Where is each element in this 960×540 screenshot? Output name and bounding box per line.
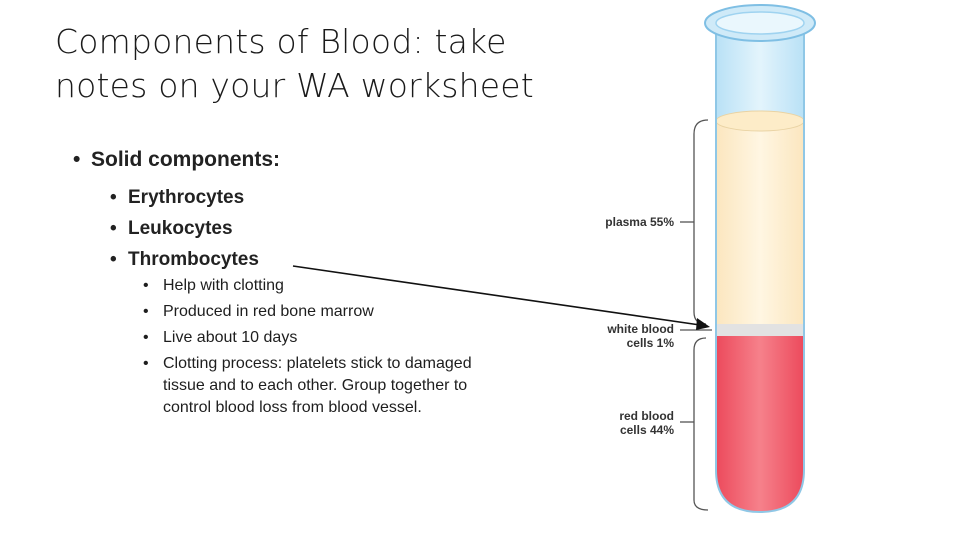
wbc-label: white blood cells 1% — [590, 322, 674, 350]
note-item: • Live about 10 days — [143, 327, 473, 349]
rbc-layer — [716, 336, 804, 512]
bullet-dot-icon: • — [143, 329, 149, 346]
tube-glass-empty — [716, 26, 804, 125]
rbc-label-line-2: cells 44% — [619, 423, 674, 437]
plasma-layer — [716, 118, 804, 324]
bullet-dot-icon: • — [143, 355, 149, 372]
note-text: Live about 10 days — [163, 329, 298, 346]
arrowhead-icon — [696, 318, 710, 330]
note-text: Help with clotting — [163, 277, 284, 294]
list-item-thrombocytes: • Thrombocytes — [110, 244, 259, 275]
tube-contents — [716, 26, 804, 512]
bullet-solid-components: • Solid components: — [73, 148, 280, 172]
bullet-dot-icon: • — [110, 249, 117, 270]
bullet-solid-components-text: Solid components: — [91, 148, 280, 171]
note-item: • Produced in red bone marrow — [143, 301, 473, 323]
list-item-leukocytes: • Leukocytes — [110, 213, 259, 244]
thrombocyte-notes-list: • Help with clotting • Produced in red bon… — [143, 275, 473, 423]
bullet-dot-icon: • — [143, 277, 149, 294]
bullet-dot-icon: • — [73, 148, 81, 171]
cell-type-list: • Erythrocytes • Leukocytes • Thrombocytes — [110, 182, 259, 275]
note-item: • Clotting process: platelets stick to da… — [143, 353, 473, 419]
note-text: Produced in red bone marrow — [163, 303, 374, 320]
list-item-text: Leukocytes — [128, 218, 233, 239]
wbc-label-line-1: white blood — [607, 322, 674, 336]
note-item: • Help with clotting — [143, 275, 473, 297]
slide-title: Components of Blood: take notes on your … — [55, 20, 615, 108]
list-item-erythrocytes: • Erythrocytes — [110, 182, 259, 213]
rbc-label-line-1: red blood — [619, 409, 674, 423]
list-item-text: Erythrocytes — [128, 187, 245, 208]
slide-title-line-2: notes on your WA worksheet — [55, 66, 534, 105]
bullet-dot-icon: • — [110, 187, 117, 208]
plasma-label-text: plasma 55% — [605, 215, 674, 229]
rbc-bracket — [693, 337, 709, 511]
rbc-label: red blood cells 44% — [590, 409, 674, 437]
list-item-text: Thrombocytes — [128, 249, 259, 270]
plasma-meniscus — [716, 110, 804, 132]
buffy-coat-layer — [716, 324, 804, 336]
thrombocyte-arrow-line — [292, 265, 701, 326]
wbc-label-line-2: cells 1% — [626, 336, 674, 350]
slide-title-line-1: Components of Blood: take — [55, 22, 507, 61]
tube-outline — [715, 26, 805, 514]
tube-opening — [715, 11, 805, 35]
note-text: Clotting process: platelets stick to dam… — [163, 355, 472, 416]
plasma-bracket — [693, 119, 709, 325]
bullet-dot-icon: • — [110, 218, 117, 239]
plasma-label: plasma 55% — [590, 215, 674, 229]
bullet-dot-icon: • — [143, 303, 149, 320]
